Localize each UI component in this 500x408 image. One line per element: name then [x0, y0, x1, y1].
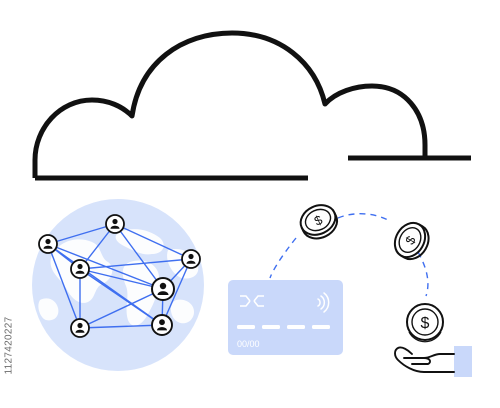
- coin-icon: $: [406, 303, 444, 343]
- user-node-icon: [38, 234, 58, 254]
- user-node-icon: [181, 249, 201, 269]
- user-nodes: [38, 214, 201, 338]
- card-number: [237, 325, 330, 329]
- user-node-icon: [151, 314, 173, 336]
- stock-id-text: 1127420227: [3, 316, 15, 374]
- coin-icon: $: [299, 204, 339, 240]
- user-node-icon: [105, 214, 125, 234]
- user-node-icon: [70, 259, 90, 279]
- user-node-icon: [151, 277, 175, 301]
- contactless-icon: [317, 292, 330, 313]
- card-chip-icon: [240, 295, 264, 307]
- globe-network: [32, 199, 204, 371]
- coin-icon: $: [393, 221, 430, 261]
- stock-id-label: 1127420227: [2, 290, 16, 400]
- credit-card: 00/00: [228, 280, 343, 355]
- user-node-icon: [70, 318, 90, 338]
- receiving-hand-icon: [394, 346, 472, 377]
- svg-text:$: $: [421, 315, 430, 332]
- cloud-icon: [32, 30, 471, 181]
- card-expiry: 00/00: [237, 339, 260, 349]
